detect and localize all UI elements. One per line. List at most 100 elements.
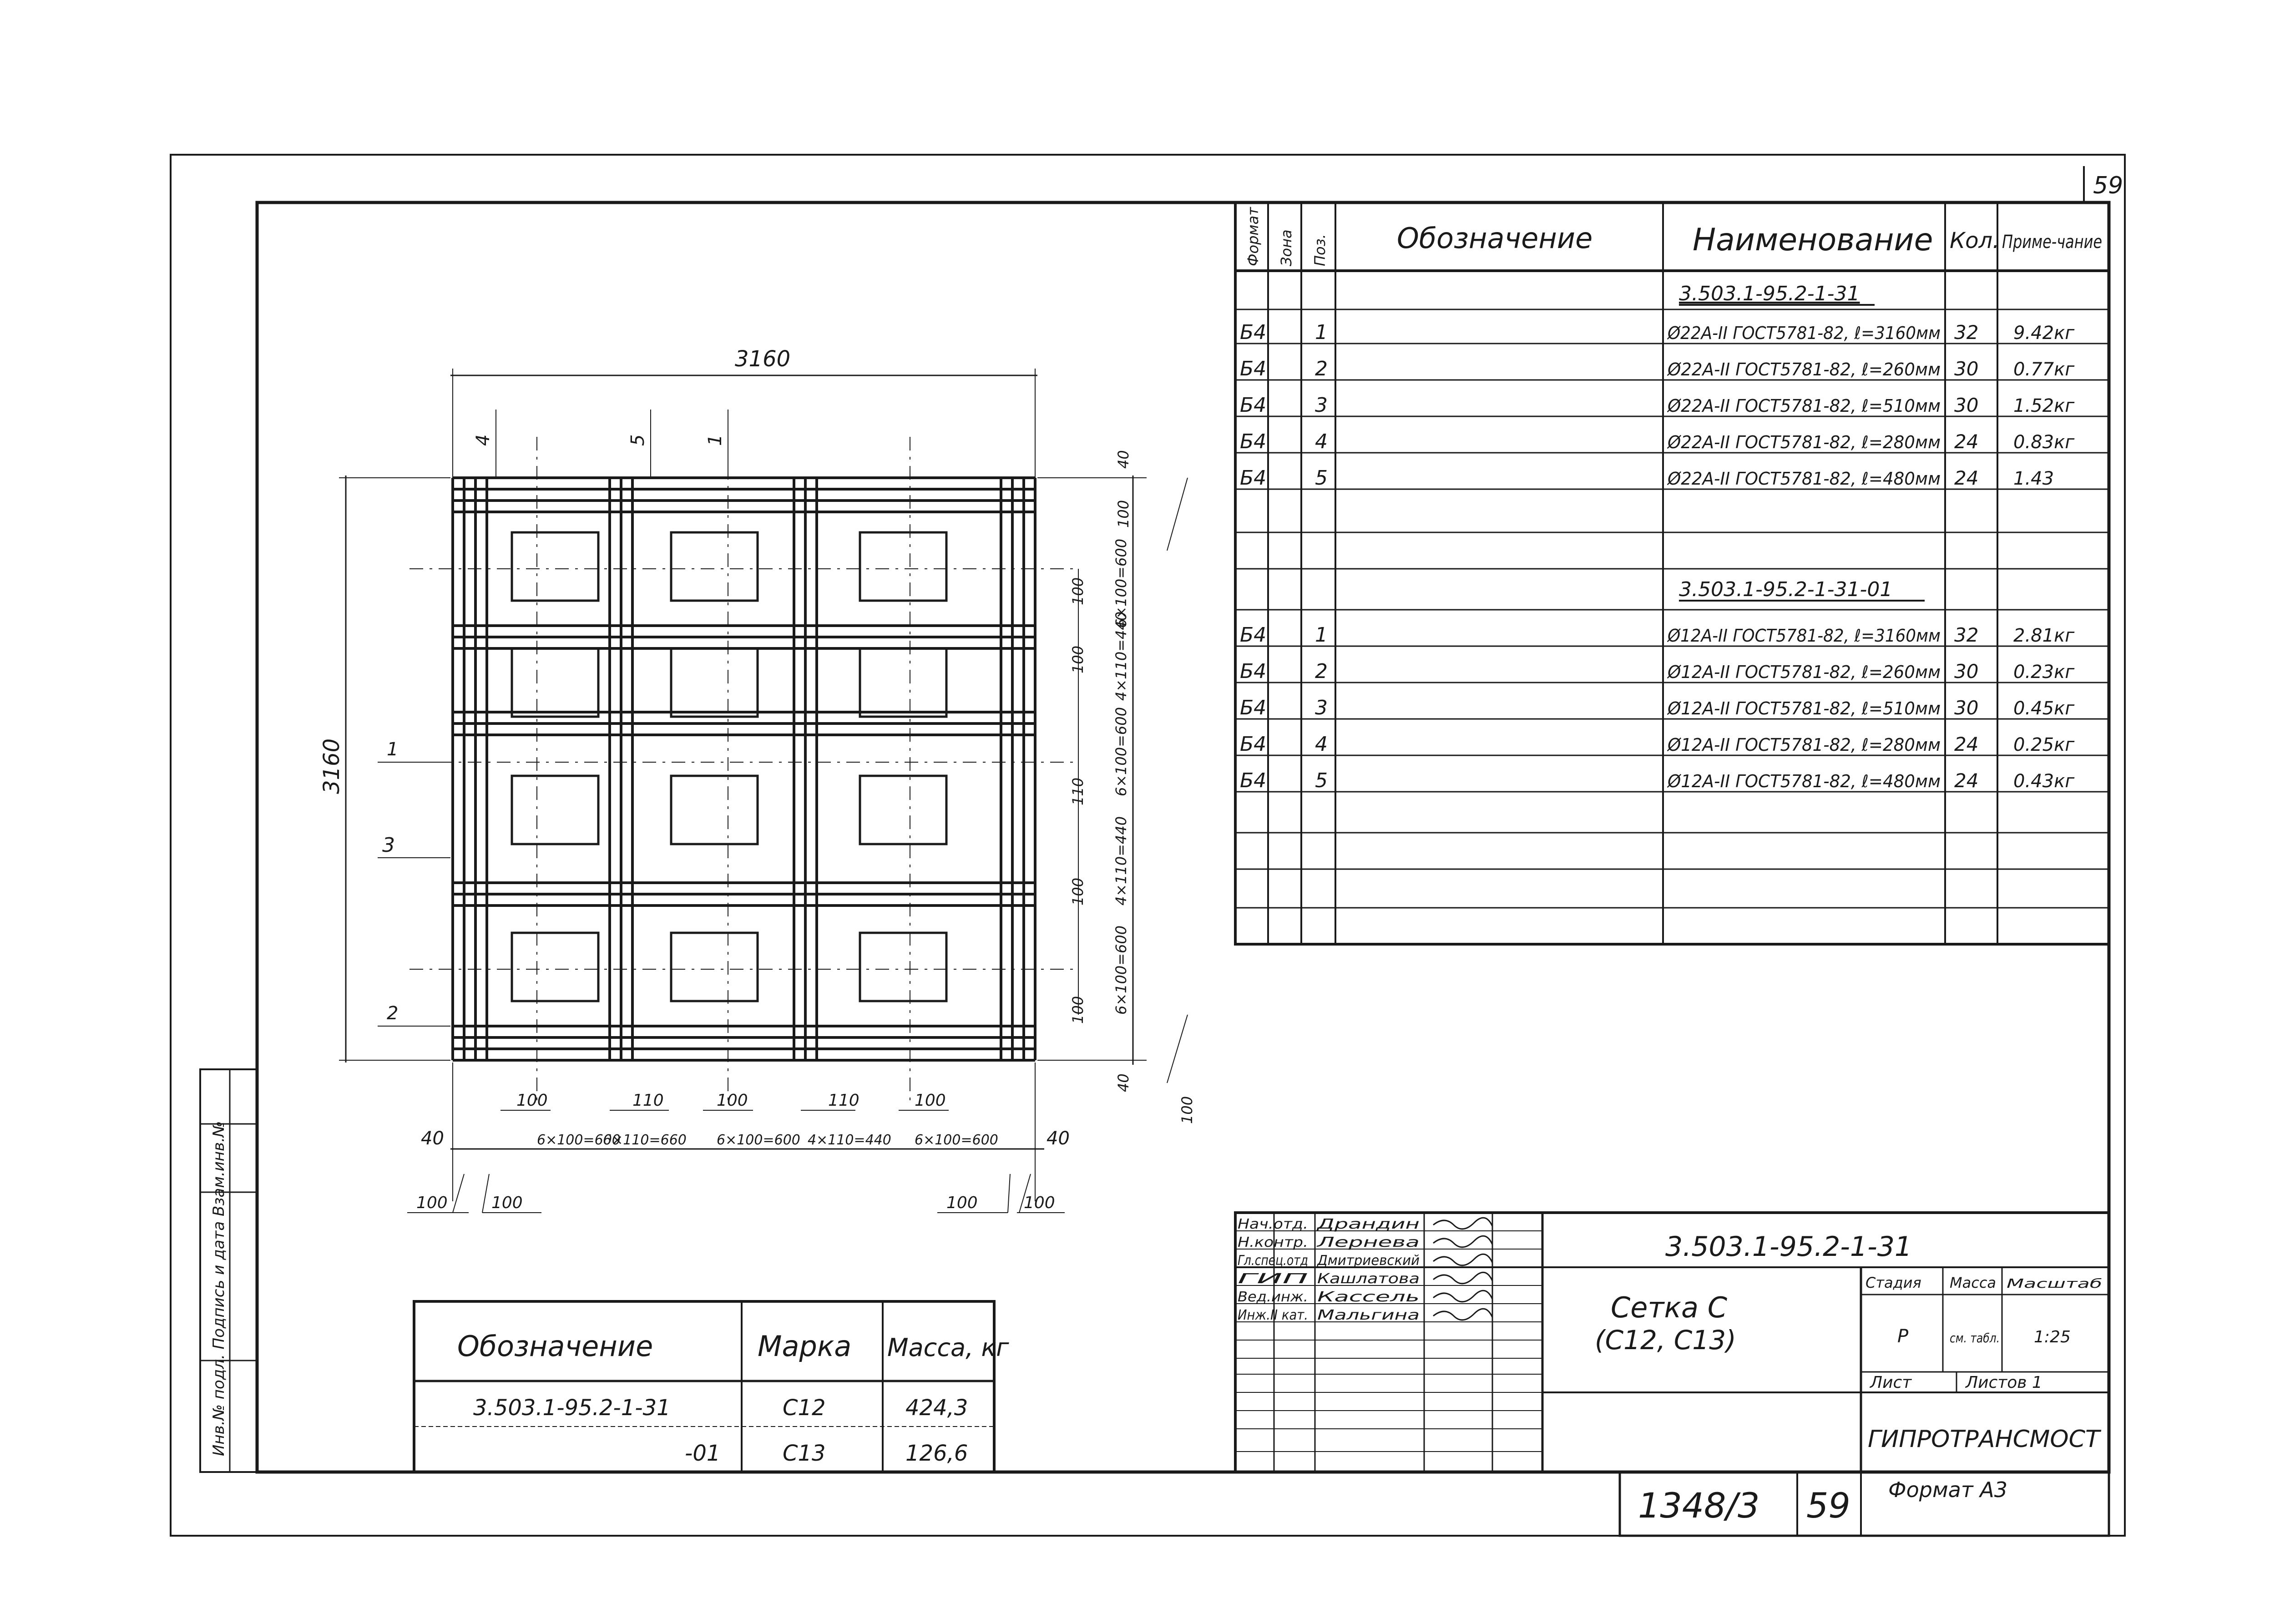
signature-scribble xyxy=(1433,1290,1493,1303)
right-dim-label: 100 xyxy=(1069,996,1087,1024)
overall-height-label: 3160 xyxy=(319,739,344,794)
spec-row-qty: 30 xyxy=(1954,394,1978,416)
signature-role: Нач.отд. xyxy=(1238,1216,1308,1232)
signature-row: Инж.II кат.Мальгина xyxy=(1238,1307,1493,1323)
bottom-dim-label: 110 xyxy=(828,1091,859,1110)
callout-left-1: 1 xyxy=(387,739,398,760)
right-dim-label: 4×110=440 xyxy=(1112,816,1130,906)
spec-row-pos: 3 xyxy=(1315,696,1328,719)
title-line-2: (С12, С13) xyxy=(1595,1325,1736,1356)
spec-row-pos: 2 xyxy=(1315,357,1328,380)
sheet-label: Лист xyxy=(1869,1373,1912,1392)
spec-row-note: 9.42кг xyxy=(2013,323,2075,344)
bottom-dim-label: 100 xyxy=(491,1194,523,1212)
mark-header-mark: Марка xyxy=(758,1330,851,1363)
spec-row-format: Б4 xyxy=(1240,660,1266,683)
spec-row-pos: 4 xyxy=(1315,733,1328,756)
signature-row: ГИП Кашлатова xyxy=(1238,1271,1493,1287)
spec-row-format: Б4 xyxy=(1240,321,1266,344)
spec-row-format: Б4 xyxy=(1240,696,1266,719)
signature-scribble xyxy=(1433,1271,1493,1285)
bottom-dim-label: 100 xyxy=(416,1194,448,1212)
right-dim-label: 6×100=600 xyxy=(1112,707,1130,796)
spec-row-format: Б4 xyxy=(1240,394,1266,417)
document-code: 3.503.1-95.2-1-31 xyxy=(1665,1231,1912,1263)
spec-row-format: Б4 xyxy=(1240,623,1266,647)
side-stamp-text: Инв.№ подл. Подпись и дата Взам.инв.№ xyxy=(210,1121,228,1456)
organization: ГИПРОТРАНСМОСТ xyxy=(1868,1426,2102,1453)
signature-scribble xyxy=(1433,1253,1493,1266)
mesh-bars xyxy=(410,437,1074,1101)
right-dim-label: 6×100=600 xyxy=(1112,926,1130,1015)
signature-row: Н.контр.Лернева xyxy=(1238,1234,1493,1250)
spec-row-note: 0.45кг xyxy=(2013,698,2075,719)
signature-row: Нач.отд.Драндин xyxy=(1238,1216,1493,1232)
sheets-label: Листов 1 xyxy=(1965,1373,2042,1392)
signature-role: Вед.инж. xyxy=(1238,1289,1308,1305)
group-1-designation: 3.503.1-95.2-1-31 xyxy=(1679,282,1860,305)
bottom-dim-label: 6×100=600 xyxy=(537,1132,621,1148)
mark-row-1-designation: 3.503.1-95.2-1-31 xyxy=(473,1395,671,1421)
spec-row-name: Ø12А-II ГОСТ5781-82, ℓ=3160мм xyxy=(1667,626,1941,646)
spec-row-qty: 32 xyxy=(1954,321,1978,344)
spec-row-qty: 24 xyxy=(1954,467,1978,489)
bottom-dim-label: 100 xyxy=(1024,1194,1055,1212)
spec-row-format: Б4 xyxy=(1240,769,1266,792)
callout-top-1: 4 xyxy=(473,435,494,446)
spec-row-name: Ø12А-II ГОСТ5781-82, ℓ=260мм xyxy=(1667,662,1941,682)
spec-row-note: 0.23кг xyxy=(2013,662,2075,683)
right-dimensions: 401006×100=6001004×110=4401006×100=60011… xyxy=(1037,450,1196,1124)
right-dim-label: 4×110=440 xyxy=(1112,612,1130,701)
stage-label: Стадия xyxy=(1866,1274,1921,1291)
bottom-dim-label: 4×110=440 xyxy=(808,1132,891,1148)
spec-row-qty: 24 xyxy=(1954,733,1978,755)
mark-row-2-mark: С13 xyxy=(783,1441,826,1466)
spec-row-qty: 30 xyxy=(1954,697,1978,719)
spec-row-name: Ø22А-II ГОСТ5781-82, ℓ=510мм xyxy=(1667,396,1941,416)
spec-row-pos: 2 xyxy=(1315,660,1328,683)
signature-row: Вед.инж.Кассель xyxy=(1238,1289,1493,1305)
bottom-dims-row-2: 100 100 100 100 xyxy=(416,1194,1055,1212)
callout-top-2: 5 xyxy=(627,435,648,446)
spec-row-note: 1.43 xyxy=(2013,468,2054,489)
bottom-dim-label: 40 xyxy=(1046,1128,1070,1149)
archive-sheet: 59 xyxy=(1806,1485,1850,1526)
signature-name: Кашлатова xyxy=(1317,1271,1420,1287)
mark-row-2-designation: -01 xyxy=(685,1441,720,1466)
bottom-dim-label: 100 xyxy=(946,1194,978,1212)
header-format: Формат xyxy=(1244,207,1262,266)
format-label: Формат А3 xyxy=(1888,1477,2007,1502)
mark-row-2-mass: 126,6 xyxy=(905,1441,968,1466)
bottom-dim-label: 6×110=660 xyxy=(603,1132,687,1148)
spec-row-lines xyxy=(1235,309,2109,909)
right-dim-label: 100 xyxy=(1069,646,1087,673)
spec-row-pos: 5 xyxy=(1315,466,1328,490)
right-dim-label: 100 xyxy=(1178,1096,1196,1124)
spec-row-name: Ø22А-II ГОСТ5781-82, ℓ=280мм xyxy=(1667,432,1941,452)
bottom-dim-label: 100 xyxy=(717,1091,748,1110)
spec-row-pos: 5 xyxy=(1315,769,1328,792)
signature-role: Инж.II кат. xyxy=(1238,1307,1308,1323)
spec-row-pos: 1 xyxy=(1315,321,1328,344)
signature-role: ГИП xyxy=(1238,1271,1308,1287)
stage-value: Р xyxy=(1897,1326,1909,1347)
right-dims-labels: 401006×100=6001004×110=4401006×100=60011… xyxy=(1069,450,1196,1124)
spec-row-note: 0.83кг xyxy=(2013,432,2075,453)
bottom-dim-label: 6×100=600 xyxy=(717,1132,800,1148)
side-stamp: Инв.№ подл. Подпись и дата Взам.инв.№ xyxy=(199,1068,258,1473)
signature-scribble xyxy=(1433,1235,1493,1248)
mesh-drawing: 3160 3160 4 5 1 1 3 2 xyxy=(319,346,1196,1213)
bottom-dim-label: 110 xyxy=(632,1091,664,1110)
signature-scribble xyxy=(1433,1308,1493,1321)
spec-row-qty: 24 xyxy=(1954,430,1978,453)
spec-row-qty: 24 xyxy=(1954,769,1978,792)
spec-row-note: 1.52кг xyxy=(2013,395,2075,416)
